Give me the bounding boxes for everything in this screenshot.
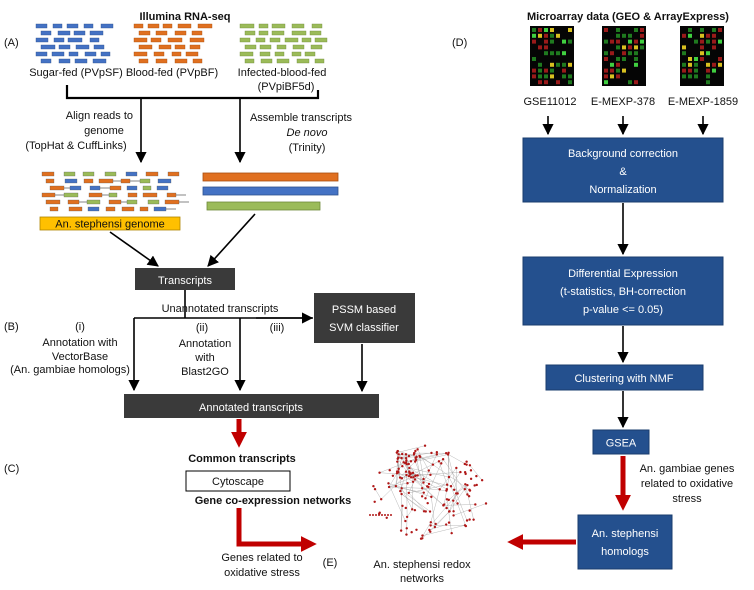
align-text-3: (TopHat & CuffLinks) [25, 140, 126, 152]
align-text-2: genome [84, 125, 124, 137]
redox-network-label-1: An. stephensi redox [373, 559, 471, 571]
blast2go-text-3: Blast2GO [181, 366, 229, 378]
pssm-box [314, 293, 415, 343]
sample-label-infected: Infected-blood-fed [238, 67, 327, 79]
bg-text-1: Background correction [568, 148, 678, 160]
dataset-label-2: E-MEXP-378 [591, 96, 655, 108]
redox-network-icon [369, 444, 488, 540]
genome-bar [39, 216, 181, 231]
blast2go-text-2: with [194, 352, 215, 364]
blast2go-text-1: Annotation [179, 338, 232, 350]
panel-label-b: (B) [4, 321, 19, 333]
homologs-text-1: An. stephensi [592, 528, 659, 540]
diff-text-1: Differential Expression [568, 268, 678, 280]
vectorbase-text-1: Annotation with [42, 337, 117, 349]
vectorbase-note: (An. gambiae homologs) [10, 364, 130, 376]
sugar-fed-reads-icon [35, 23, 114, 64]
bg-text-2: & [619, 166, 627, 178]
panel-label-d: (D) [452, 37, 467, 49]
blood-fed-reads-icon [133, 23, 213, 64]
align-text-1: Align reads to [66, 110, 133, 122]
common-transcripts-label: Common transcripts [188, 453, 296, 465]
step-iii-label: (iii) [270, 322, 285, 334]
arrow-assembly-to-transcripts [207, 213, 256, 267]
sample-label-sugar: Sugar-fed (PVpSF) [29, 67, 123, 79]
assemble-text-3: (Trinity) [289, 142, 326, 154]
assemble-text-1: Assemble transcripts [250, 112, 353, 124]
panel-label-a: (A) [4, 37, 19, 49]
sample-label-infected-code: (PVpiBF5d) [258, 81, 315, 93]
assembled-transcript-green [206, 201, 321, 211]
microarray-image-icon [530, 26, 574, 86]
gsea-box [592, 429, 650, 455]
rnaseq-title: Illumina RNA-seq [139, 11, 230, 23]
cytoscape-box [185, 470, 291, 492]
dataset-label-1: GSE11012 [523, 96, 576, 108]
gsea-label: GSEA [606, 438, 637, 450]
arrow-genome-to-transcripts [109, 231, 159, 267]
nmf-label: Clustering with NMF [574, 373, 673, 385]
cytoscape-label: Cytoscape [212, 476, 264, 488]
assemble-text-2: De novo [287, 127, 328, 139]
microarray-image-icon [602, 26, 646, 86]
redox-network-label-2: networks [400, 573, 445, 585]
assembled-transcript-blue [202, 186, 339, 196]
gambiae-text-2: related to oxidative [641, 478, 733, 490]
dataset-label-3: E-MEXP-1859 [668, 96, 738, 108]
vectorbase-text-2: VectorBase [52, 351, 108, 363]
panel-label-e: (E) [323, 557, 338, 569]
differential-expression-box [522, 256, 724, 326]
microarray-title: Microarray data (GEO & ArrayExpress) [527, 11, 729, 23]
microarray-image-icon [680, 26, 724, 86]
assembled-transcript-orange [202, 172, 339, 182]
samples-bracket [65, 85, 320, 100]
diff-text-3: p-value <= 0.05) [583, 304, 663, 316]
annotated-transcripts-label: Annotated transcripts [199, 402, 303, 414]
nmf-box [545, 364, 704, 391]
homologs-text-2: homologs [601, 546, 649, 558]
step-i-label: (i) [75, 321, 85, 333]
infected-blood-fed-reads-icon [239, 23, 328, 64]
homologs-box [577, 514, 673, 570]
transcripts-box-label: Transcripts [158, 275, 212, 287]
genes-related-text-2: oxidative stress [224, 567, 300, 579]
annotated-transcripts-box [124, 394, 379, 418]
diff-text-2: (t-statistics, BH-correction [560, 286, 686, 298]
aligned-reads-icon [41, 171, 189, 212]
sample-label-blood: Blood-fed (PVpBF) [126, 67, 218, 79]
bg-text-3: Normalization [589, 184, 656, 196]
step-ii-label: (ii) [196, 322, 208, 334]
pssm-text-2: SVM classifier [329, 322, 399, 334]
gambiae-text-1: An. gambiae genes [640, 463, 735, 475]
gambiae-text-3: stress [672, 493, 702, 505]
unannotated-label: Unannotated transcripts [162, 303, 279, 315]
coexpression-label: Gene co-expression networks [195, 495, 352, 507]
transcripts-box [135, 268, 235, 290]
background-correction-box [522, 137, 724, 203]
panel-label-c: (C) [4, 463, 19, 475]
genome-label: An. stephensi genome [55, 219, 164, 231]
red-arrow-to-networks [236, 508, 317, 553]
pssm-text-1: PSSM based [332, 304, 396, 316]
genes-related-text-1: Genes related to [221, 552, 302, 564]
